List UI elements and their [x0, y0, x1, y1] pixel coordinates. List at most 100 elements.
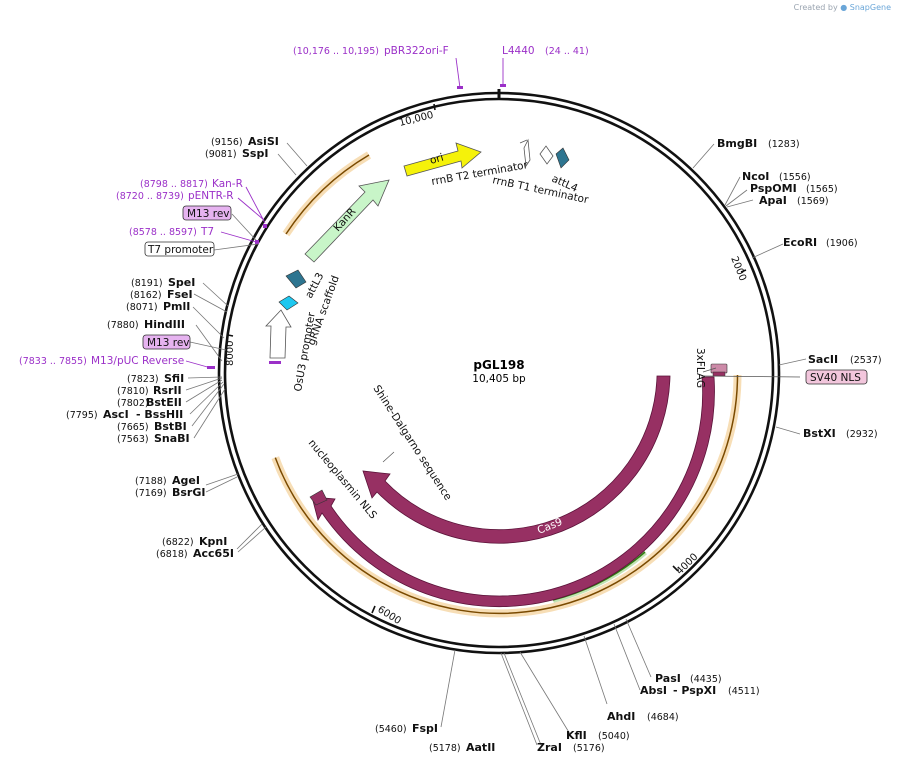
site-labels-bottom: PasI (4435) AbsI - PspXI (4511) AhdI (46… [375, 672, 760, 754]
primer-l4440: L4440 [502, 45, 535, 57]
site-sspi-pos: (9081) [205, 149, 237, 160]
site-kpni-pos: (6822) [162, 537, 194, 548]
site-zrai-pos: (5176) [573, 743, 605, 754]
kanr-arrow [304, 179, 390, 263]
primer-pbr322ori-f: pBR322ori-F [384, 45, 449, 57]
cas9-inner-arc [362, 375, 671, 544]
primer-t7: T7 [200, 226, 214, 238]
site-bsteii-pos: (7802) [117, 398, 149, 409]
primer-leaders [185, 57, 504, 369]
site-ncoi-pos: (1556) [779, 172, 811, 183]
plasmid-name: pGL198 [473, 358, 524, 372]
plasmid-length: 10,405 bp [472, 373, 526, 385]
site-apai-pos: (1569) [797, 196, 829, 207]
feature-leaders [382, 139, 801, 463]
site-fspi-pos: (5460) [375, 724, 407, 735]
site-agei-pos: (7188) [135, 476, 167, 487]
site-bsshii: - BssHII [136, 408, 183, 421]
site-snabi-pos: (7563) [117, 434, 149, 445]
site-asisi: AsiSI [248, 135, 279, 148]
site-bmgbi: BmgBI [717, 137, 757, 150]
site-kpni: KpnI [199, 535, 227, 548]
site-apai: ApaI [759, 194, 787, 207]
site-snabi: SnaBI [154, 432, 190, 445]
box-leaders [189, 213, 259, 351]
primer-labels: (10,176 .. 10,195) pBR322ori-F L4440 (24… [19, 45, 589, 367]
site-asci-pos: (7795) [66, 410, 98, 421]
site-ahdi-pos: (4684) [647, 712, 679, 723]
primer-pentr-r-pos: (8720 .. 8739) [116, 191, 184, 202]
site-sacii-pos: (2537) [850, 355, 882, 366]
rrnb-t2-arrow [523, 138, 531, 168]
primer-kan-r-pos: (8798 .. 8817) [140, 179, 208, 190]
site-bsteii: BstEII [146, 396, 182, 409]
flag-label: 3xFLAG [694, 348, 706, 388]
snapgene-logo-icon: ● [840, 3, 848, 12]
primer-pbr322ori-f-pos: (10,176 .. 10,195) [293, 46, 379, 57]
site-pmli-pos: (8071) [126, 302, 158, 313]
box-m13-rev-2: M13 rev [147, 337, 190, 349]
site-fspi: FspI [412, 722, 438, 735]
osu3-promoter-label: OsU3 promoter [292, 311, 318, 393]
boxed-labels: M13 rev T7 promoter M13 rev SV40 NLS [142, 205, 868, 385]
site-sacii: SacII [808, 353, 838, 366]
site-sfii: SfiI [164, 372, 184, 385]
site-kfli-pos: (5040) [598, 731, 630, 742]
primer-l4440-pos: (24 .. 41) [545, 46, 589, 57]
site-bsrgi: BsrGI [172, 486, 205, 499]
orf-arcs [271, 151, 742, 618]
primer-kan-r: Kan-R [212, 178, 243, 190]
grna-scaffold-arrow [278, 295, 299, 311]
site-sspi: SspI [242, 147, 268, 160]
site-acc65i-pos: (6818) [156, 549, 188, 560]
snapgene-credit: Created by ● SnapGene [794, 3, 891, 12]
site-bsrgi-pos: (7169) [135, 488, 167, 499]
site-bstxi-pos: (2932) [846, 429, 878, 440]
site-spei: SpeI [168, 276, 195, 289]
osu3-promoter-arrow [265, 309, 292, 359]
backbone-marks [207, 84, 506, 369]
box-t7-promoter: T7 promoter [147, 244, 214, 256]
site-labels-right: BmgBI (1283) NcoI (1556) PspOMI (1565) A… [717, 137, 882, 440]
ori-arrow [403, 142, 482, 177]
rrnb-t1-arrow [539, 145, 554, 165]
tick-marks [227, 103, 747, 614]
site-ecori: EcoRI [783, 236, 817, 249]
site-bstxi: BstXI [803, 427, 836, 440]
site-leaders [185, 142, 807, 746]
site-labels-left: (6822) KpnI (6818) Acc65I (7188) AgeI (7… [66, 135, 279, 560]
tick-label-2000: 2000 [728, 255, 748, 283]
site-rsrii: RsrII [153, 384, 182, 397]
site-pspomi-pos: (1565) [806, 184, 838, 195]
site-pspxi-pos: (4511) [728, 686, 760, 697]
site-acc65i: Acc65I [193, 547, 234, 560]
primer-t7-pos: (8578 .. 8597) [129, 227, 197, 238]
site-bstbi: BstBI [154, 420, 187, 433]
site-pmli: PmlI [163, 300, 190, 313]
tick-label-8000: 8000 [225, 341, 236, 366]
site-pasi-pos: (4435) [690, 674, 722, 685]
site-absi: AbsI [640, 684, 667, 697]
site-rsrii-pos: (7810) [117, 386, 149, 397]
attl4-arrow [555, 147, 570, 169]
site-bstbi-pos: (7665) [117, 422, 149, 433]
site-aatii-pos: (5178) [429, 743, 461, 754]
site-asisi-pos: (9156) [211, 137, 243, 148]
site-hindiii-pos: (7880) [107, 320, 139, 331]
attl3-arrow [285, 269, 307, 289]
primer-m13-puc-reverse-pos: (7833 .. 7855) [19, 356, 87, 367]
primer-pentr-r: pENTR-R [188, 190, 234, 202]
primer-m13-puc-reverse: M13/pUC Reverse [91, 355, 184, 367]
site-agei: AgeI [172, 474, 200, 487]
ori-label: ori [429, 152, 445, 167]
site-kfli: KflI [566, 729, 587, 742]
box-sv40-nls: SV40 NLS [810, 372, 861, 384]
site-spei-pos: (8191) [131, 278, 163, 289]
site-aatii: AatII [466, 741, 495, 754]
npnls-arrow [309, 489, 328, 506]
site-pspxi: - PspXI [673, 684, 716, 697]
credit-prefix: Created by [793, 3, 838, 12]
box-m13-rev-1: M13 rev [187, 208, 230, 220]
